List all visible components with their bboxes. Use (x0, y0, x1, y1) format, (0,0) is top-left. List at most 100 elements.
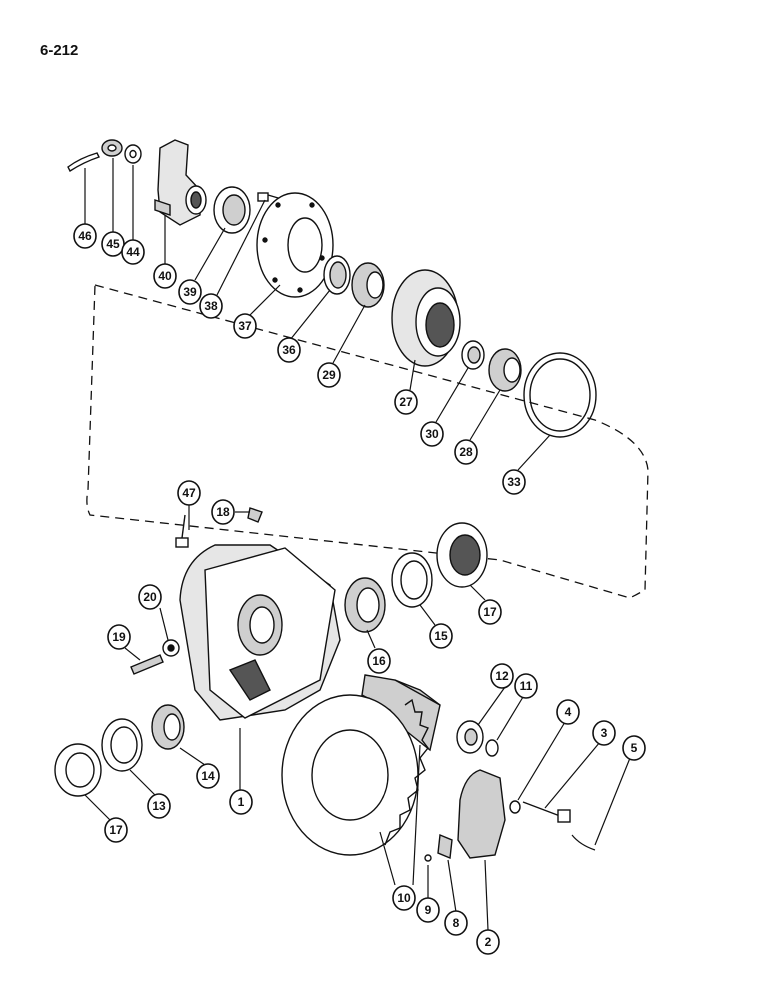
callout-number: 1 (238, 795, 245, 809)
oil-seal-part (213, 186, 251, 234)
callout-45: 45 (101, 231, 125, 257)
callout-number: 8 (453, 916, 460, 930)
callout-39: 39 (178, 279, 202, 305)
callout-20: 20 (138, 584, 162, 610)
callout-number: 16 (372, 654, 386, 668)
callout-circle (147, 793, 171, 819)
callout-number: 9 (425, 903, 432, 917)
callout-circle (177, 480, 201, 506)
differential-carrier-housing-part (179, 544, 341, 721)
callout-circle (229, 789, 253, 815)
callout-15: 15 (429, 623, 453, 649)
callout-circle (233, 313, 257, 339)
callout-circle (178, 279, 202, 305)
callout-number: 27 (399, 395, 413, 409)
callout-number: 45 (106, 237, 120, 251)
callout-number: 38 (204, 299, 218, 313)
callout-number: 10 (397, 891, 411, 905)
callout-number: 30 (425, 427, 439, 441)
callout-number: 28 (459, 445, 473, 459)
callout-38: 38 (199, 293, 223, 319)
washer-part (509, 800, 521, 814)
callout-circle (502, 469, 526, 495)
bearing-cup-part (101, 718, 143, 772)
callout-circle (73, 223, 97, 249)
callout-number: 4 (565, 705, 572, 719)
page-number: 6-212 (40, 42, 79, 59)
callout-number: 17 (109, 823, 123, 837)
callout-number: 39 (183, 285, 197, 299)
callout-number: 47 (182, 486, 196, 500)
leader-lines (84, 158, 631, 931)
callout-circle (104, 817, 128, 843)
adjusting-nut-part (54, 743, 102, 797)
bearing-part (456, 720, 484, 754)
callout-group: 4645444039383736292730283347182019161517… (73, 223, 646, 955)
callout-17: 17 (478, 599, 502, 625)
ring-gear-part (281, 694, 429, 856)
callout-number: 2 (485, 935, 492, 949)
callout-circle (476, 929, 500, 955)
yoke-part (154, 139, 207, 226)
callout-28: 28 (454, 439, 478, 465)
callout-14: 14 (196, 763, 220, 789)
callout-11: 11 (514, 673, 538, 699)
callout-47: 47 (177, 480, 201, 506)
callout-30: 30 (420, 421, 444, 447)
callout-8: 8 (444, 910, 468, 936)
callout-circle (138, 584, 162, 610)
bearing-retainer-part (256, 192, 334, 298)
assembly-dashed-outline (86, 284, 649, 599)
callout-circle (196, 763, 220, 789)
callout-circle (277, 337, 301, 363)
callout-number: 11 (520, 679, 533, 693)
callout-number: 13 (152, 799, 166, 813)
callout-circle (199, 293, 223, 319)
callout-circle (556, 699, 580, 725)
callout-1: 1 (229, 789, 253, 815)
callout-circle (478, 599, 502, 625)
callout-10: 10 (392, 885, 416, 911)
bearing-cup-part (323, 255, 351, 295)
bearing-cup-part (461, 340, 485, 370)
callout-number: 15 (434, 629, 448, 643)
bearing-cap-part (457, 769, 506, 859)
callout-circle (211, 499, 235, 525)
callout-40: 40 (153, 263, 177, 289)
callout-number: 46 (78, 229, 92, 243)
washer-part (124, 144, 142, 164)
callout-18: 18 (211, 499, 235, 525)
adjuster-screw-part (130, 654, 164, 675)
callout-36: 36 (277, 337, 301, 363)
callout-number: 36 (282, 343, 296, 357)
callout-number: 19 (112, 630, 126, 644)
callout-circle (107, 624, 131, 650)
callout-5: 5 (622, 735, 646, 761)
callout-number: 3 (601, 726, 608, 740)
callout-number: 44 (126, 245, 140, 259)
snap-ring-part (485, 739, 499, 757)
callout-circle (490, 663, 514, 689)
callout-circle (153, 263, 177, 289)
callout-number: 40 (158, 269, 172, 283)
bearing-cup-part (391, 552, 433, 608)
callout-circle (592, 720, 616, 746)
bearing-cone-part (344, 577, 386, 633)
callout-number: 5 (631, 741, 638, 755)
callout-number: 29 (322, 368, 336, 382)
callout-circle (514, 673, 538, 699)
callout-circle (121, 239, 145, 265)
callout-17: 17 (104, 817, 128, 843)
callout-circle (394, 389, 418, 415)
callout-3: 3 (592, 720, 616, 746)
jam-nut-part (162, 639, 180, 657)
callout-number: 12 (495, 669, 509, 683)
callout-number: 17 (483, 605, 497, 619)
bearing-cone-part (488, 348, 522, 392)
callout-46: 46 (73, 223, 97, 249)
callout-37: 37 (233, 313, 257, 339)
callout-circle (367, 648, 391, 674)
callout-4: 4 (556, 699, 580, 725)
pinion-carrier-part (391, 269, 461, 367)
bearing-cone-part (351, 262, 385, 308)
